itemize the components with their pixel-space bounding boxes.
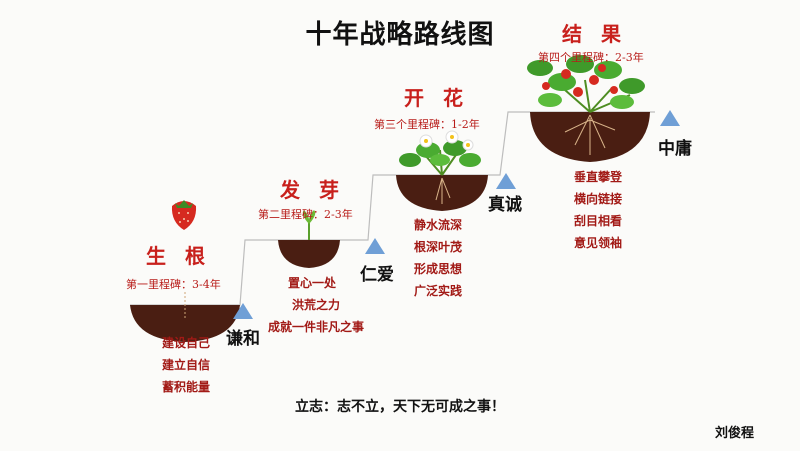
footer-motto: 立志：志不立，天下无可成之事！ xyxy=(295,399,505,415)
triangle-marker-4 xyxy=(660,110,680,126)
stage3-items: 静水流深 根深叶茂 形成思想 广泛实践 xyxy=(414,214,462,302)
stage1-items: 建设自己 建立自信 蓄积能量 xyxy=(162,332,210,398)
stage2-milestone: 第二里程碑：2-3年 xyxy=(258,208,353,221)
stage1-milestone: 第一里程碑：3-4年 xyxy=(126,278,221,291)
stage4-virtue: 中庸 xyxy=(658,139,692,159)
stage3-item: 根深叶茂 xyxy=(414,240,463,254)
stage4-milestone: 第四个里程碑：2-3年 xyxy=(538,51,644,64)
stage3-soil xyxy=(396,175,488,211)
stage4-item: 横向链接 xyxy=(574,192,623,206)
stage1-virtue: 谦和 xyxy=(226,329,260,349)
stage3-item: 广泛实践 xyxy=(414,284,463,298)
stage1-soil xyxy=(130,292,240,342)
stage1-name: 生 根 xyxy=(146,244,211,268)
stage2-item: 成就一件非凡之事 xyxy=(268,320,365,334)
stage4-item: 垂直攀登 xyxy=(574,170,623,184)
triangle-marker-1 xyxy=(233,303,253,319)
stage4-items: 垂直攀登 横向链接 刮目相看 意见领袖 xyxy=(574,166,622,254)
stage2-item: 置心一处 xyxy=(288,276,337,290)
stage2-items: 置心一处 洪荒之力 成就一件非凡之事 xyxy=(268,272,364,338)
stage2-virtue: 仁爱 xyxy=(360,265,394,285)
fruiting-plant-icon xyxy=(527,55,645,113)
author-name: 刘俊程 xyxy=(714,426,754,441)
stage4-item: 意见领袖 xyxy=(574,236,623,250)
stage3-item: 静水流深 xyxy=(414,218,463,232)
stage3-virtue: 真诚 xyxy=(488,195,522,215)
stage4-item: 刮目相看 xyxy=(574,214,623,228)
stage2-name: 发 芽 xyxy=(280,178,345,202)
stage3-milestone: 第三个里程碑：1-2年 xyxy=(374,118,480,131)
strawberry-icon xyxy=(171,200,197,230)
stage1-item: 建立自信 xyxy=(162,358,211,372)
stage2-soil xyxy=(278,210,340,268)
stage4-name: 结 果 xyxy=(562,22,627,46)
page-title: 十年战略路线图 xyxy=(305,20,495,50)
stage1-item: 建设自己 xyxy=(162,336,211,350)
stage3-name: 开 花 xyxy=(404,86,469,110)
flowering-plant-icon xyxy=(399,130,481,176)
stage1-item: 蓄积能量 xyxy=(162,380,211,394)
stage3-item: 形成思想 xyxy=(414,262,463,276)
stage2-item: 洪荒之力 xyxy=(292,298,341,312)
triangle-marker-3 xyxy=(496,173,516,189)
triangle-marker-2 xyxy=(365,238,385,254)
stage4-soil xyxy=(530,112,650,162)
sprout-icon xyxy=(308,210,316,224)
